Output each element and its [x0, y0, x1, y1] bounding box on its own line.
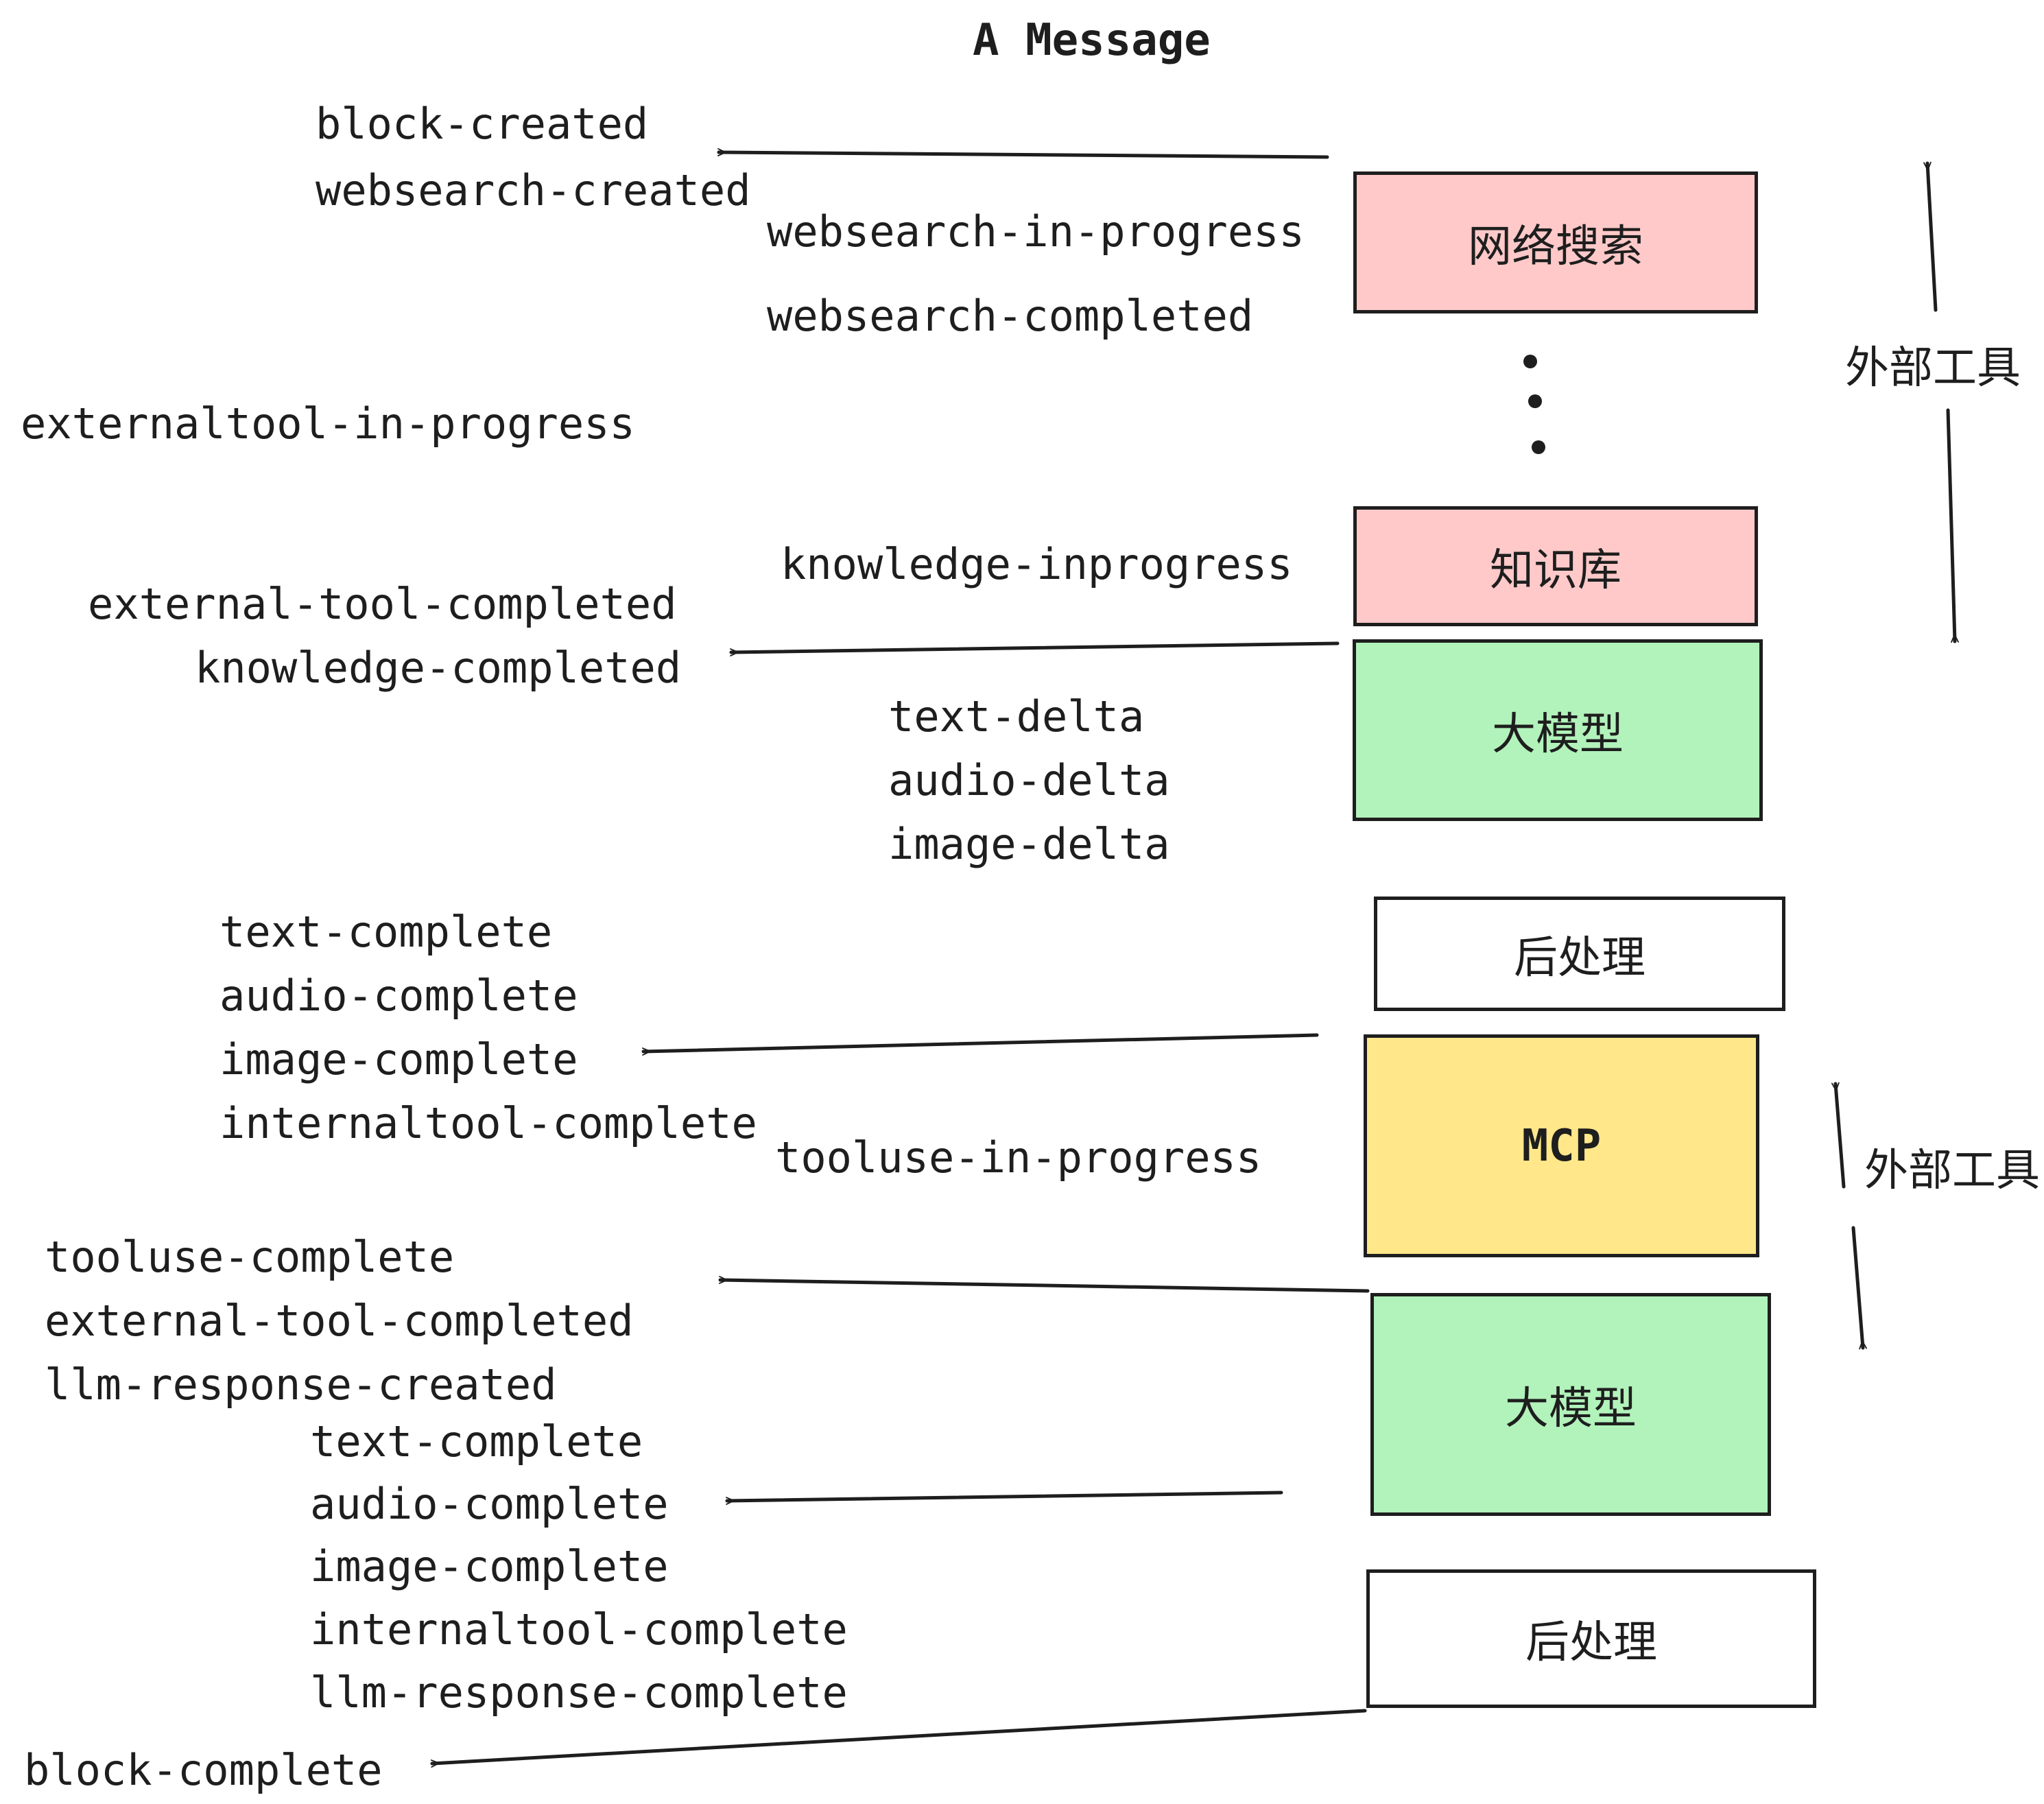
arrow-to-audio-complete — [725, 1491, 1283, 1505]
event-llm-response-complete: llm-response-complete — [310, 1667, 848, 1718]
box-postprocess-2-label: 后处理 — [1525, 1617, 1657, 1668]
external-tools-bottom-label: 外部工具 — [1864, 1146, 2040, 1196]
external-tools-top-up-arrow — [1923, 161, 1938, 312]
event-image-complete-1: image-complete — [219, 1034, 578, 1084]
event-llm-response-created: llm-response-created — [45, 1360, 557, 1410]
box-knowledge: 知识库 — [1353, 506, 1758, 626]
vertical-ellipsis-dots — [1523, 355, 1545, 454]
event-tooluse-complete: tooluse-complete — [45, 1232, 455, 1282]
event-audio-complete-1: audio-complete — [219, 971, 578, 1021]
box-websearch: 网络搜索 — [1353, 171, 1758, 313]
event-tooluse-in-progress: tooluse-in-progress — [775, 1132, 1262, 1183]
event-audio-complete-2: audio-complete — [310, 1479, 669, 1529]
event-block-complete: block-complete — [24, 1745, 383, 1795]
box-llm-2: 大模型 — [1370, 1293, 1771, 1516]
event-block-created: block-created — [316, 99, 649, 149]
event-image-delta-1: image-delta — [888, 819, 1170, 869]
arrow-to-image-complete — [641, 1033, 1319, 1056]
event-knowledge-inprogress: knowledge-inprogress — [781, 539, 1293, 589]
arrow-to-external-tool-completed — [718, 1276, 1370, 1293]
event-externaltool-in-progress: externaltool-in-progress — [21, 399, 635, 449]
event-internaltool-complete-2: internaltool-complete — [310, 1604, 848, 1654]
event-internaltool-complete-1: internaltool-complete — [219, 1098, 757, 1148]
box-llm-1: 大模型 — [1353, 639, 1763, 821]
box-knowledge-label: 知识库 — [1490, 545, 1621, 596]
box-websearch-label: 网络搜索 — [1468, 221, 1643, 272]
event-websearch-completed: websearch-completed — [767, 291, 1254, 341]
box-llm-1-label: 大模型 — [1492, 709, 1624, 760]
event-image-complete-2: image-complete — [310, 1541, 669, 1591]
box-postprocess-2: 后处理 — [1366, 1569, 1816, 1708]
arrow-to-block-complete — [430, 1709, 1367, 1768]
event-external-tool-completed-2: external-tool-completed — [45, 1296, 634, 1346]
event-audio-delta-1: audio-delta — [888, 755, 1170, 805]
arrow-to-websearch-created — [717, 148, 1329, 159]
external-tools-bottom-down-arrow — [1851, 1226, 1867, 1350]
event-text-complete-1: text-complete — [219, 907, 553, 957]
external-tools-bottom-up-arrow — [1831, 1082, 1846, 1189]
box-postprocess-1: 后处理 — [1374, 897, 1785, 1011]
external-tools-top-label: 外部工具 — [1845, 343, 2021, 394]
external-tools-top-down-arrow — [1946, 408, 1959, 643]
box-llm-2-label: 大模型 — [1505, 1383, 1637, 1434]
event-knowledge-completed: knowledge-completed — [195, 643, 682, 693]
arrow-to-knowledge-completed — [729, 641, 1340, 656]
event-text-delta-1: text-delta — [888, 691, 1145, 741]
box-postprocess-1-label: 后处理 — [1514, 932, 1645, 984]
box-mcp: MCP — [1364, 1034, 1759, 1257]
box-mcp-label: MCP — [1521, 1120, 1602, 1172]
event-external-tool-completed-1: external-tool-completed — [88, 579, 677, 629]
event-websearch-created: websearch-created — [316, 165, 751, 215]
diagram-title: A Message — [973, 15, 1211, 66]
event-text-complete-2: text-complete — [310, 1416, 643, 1467]
event-websearch-in-progress: websearch-in-progress — [767, 206, 1305, 257]
